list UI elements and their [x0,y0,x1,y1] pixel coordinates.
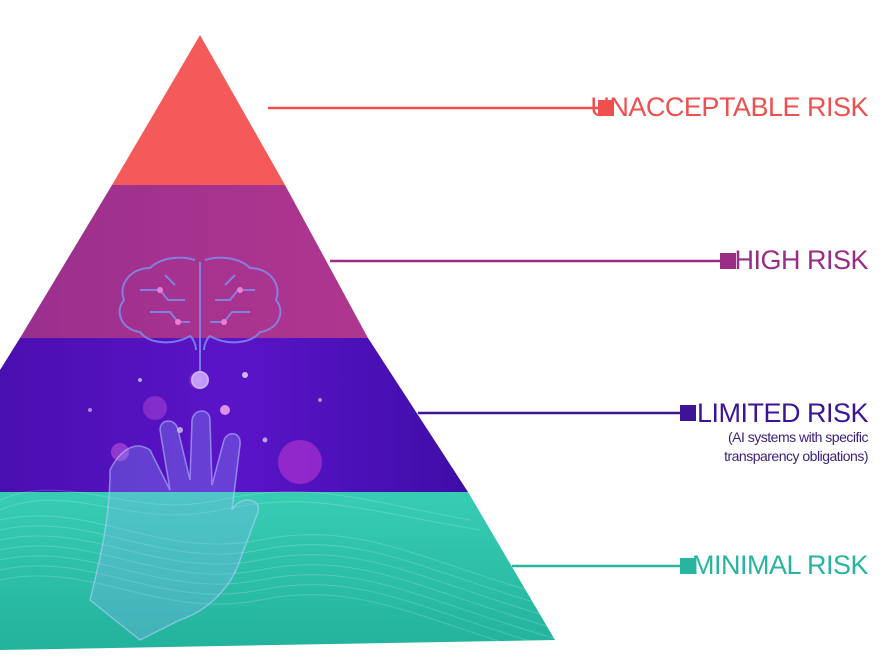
brain-circuit-icon [118,256,282,389]
connector-limited [418,405,696,421]
connector-unacceptable [268,100,614,116]
limited-risk-note-line-1: (AI systems with specific [728,429,868,445]
label-minimal-risk: MINIMAL RISK [691,550,869,580]
label-limited-risk: LIMITED RISK [696,398,869,428]
limited-risk-note-line-2: transparency obligations) [724,448,868,464]
tier-label-minimal: MINIMAL RISK [691,550,869,580]
tier-high [20,185,368,338]
hand-icon [89,410,260,641]
label-high-risk: HIGH RISK [734,245,868,275]
label-unacceptable-risk: UNACCEPTABLE RISK [590,92,868,122]
connector-minimal [512,558,696,574]
tier-unacceptable [112,35,285,185]
tier-label-high: HIGH RISK [734,245,868,275]
connector-high [330,253,736,269]
tier-minimal [0,492,555,650]
tier-label-unacceptable: UNACCEPTABLE RISK [590,92,868,122]
tier-label-limited: LIMITED RISK (AI systems with specific t… [696,398,869,466]
